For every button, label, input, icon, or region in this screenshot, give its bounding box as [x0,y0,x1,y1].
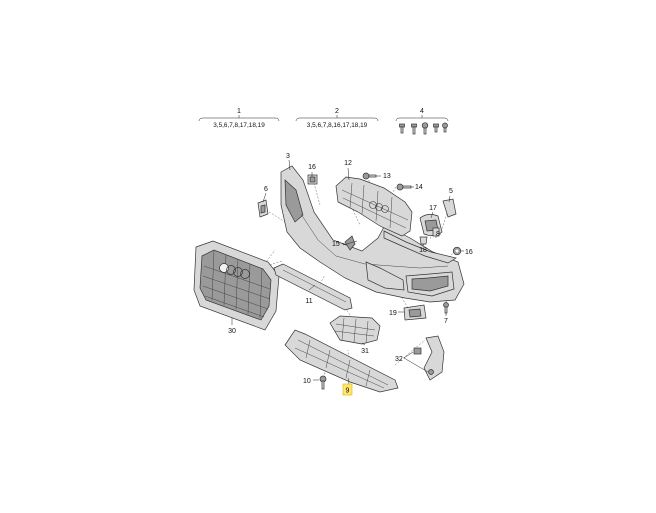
callout-16-right: 16 [465,249,473,256]
clip-18 [419,236,428,245]
bracket-5 [442,198,457,218]
bracket-32 [413,335,445,381]
rings-logo-icon [219,263,250,279]
callout-10: 10 [303,378,311,385]
callout-18: 18 [419,247,427,254]
nut-16 [452,246,462,256]
group-1-number: 1 [237,108,241,115]
group-2: 2 3,5,6,7,8,16,17,18,19 [295,108,379,129]
callout-5: 5 [449,188,453,195]
clip-16-top [307,174,318,185]
screw-13 [362,172,377,180]
rings-logo-small-icon [369,201,389,213]
group-4: 4 [395,108,449,135]
bumper-cover [280,165,465,303]
bracket-19 [403,304,427,321]
group-1: 1 3,5,6,7,8,17,18,19 [198,108,280,129]
fog-grille-31 [329,315,381,345]
callout-11: 11 [305,298,312,305]
callout-8: 8 [436,231,440,238]
callout-32: 32 [395,356,403,363]
callout-13: 13 [383,173,391,180]
group-2-contents: 3,5,6,7,8,16,17,18,19 [307,122,368,129]
trim-strip-11 [273,263,353,311]
radiator-grille [193,240,280,331]
underbody-guard-9 [284,329,399,393]
clip-15 [342,235,358,251]
callout-15: 15 [332,241,340,248]
leader-lines [231,159,464,385]
callout-labels: 3 16 12 13 14 5 6 17 8 18 15 16 11 30 19… [228,153,473,396]
screw-14 [396,183,412,191]
callout-12: 12 [344,160,352,167]
group-2-number: 2 [335,108,339,115]
group-1-contents: 3,5,6,7,8,17,18,19 [213,122,265,129]
callout-7: 7 [444,318,448,325]
bolt-7 [443,302,449,314]
callout-30: 30 [228,328,236,335]
callout-31: 31 [361,348,369,355]
screws-icon [399,122,448,135]
callout-6: 6 [264,186,268,193]
callout-16-top: 16 [308,164,316,171]
callout-3: 3 [286,153,290,160]
grille-insert [335,176,413,237]
callout-14: 14 [415,184,423,191]
callout-17: 17 [429,205,437,212]
callout-9-highlight [342,383,353,396]
callout-19: 19 [389,310,397,317]
bracket-6 [257,199,269,218]
callout-9[interactable]: 9 [346,388,350,395]
group-4-number: 4 [420,108,424,115]
bolt-10 [319,375,327,390]
